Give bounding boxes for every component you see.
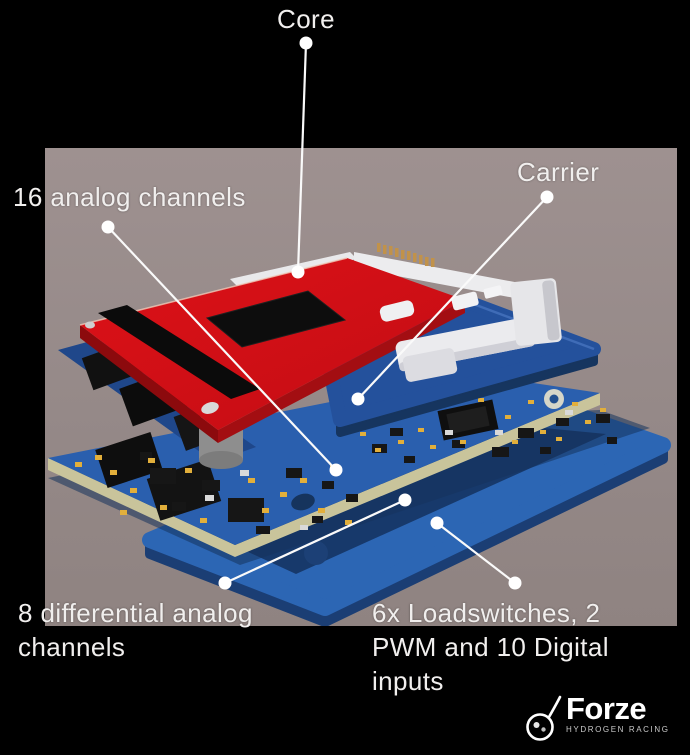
forze-droplet-icon [526, 695, 562, 741]
label-core: Core [277, 4, 335, 34]
label-loadswitches-pwm-digital: 6x Loadswitches, 2 PWM and 10 Digital in… [372, 598, 609, 696]
label-8-differential-analog-channels: 8 differential analog channels [18, 598, 253, 662]
label-16-analog-channels: 16 analog channels [13, 182, 246, 212]
forze-wordmark: Forze [566, 691, 647, 726]
forze-tagline: HYDROGEN RACING [566, 725, 670, 734]
label-carrier: Carrier [517, 157, 600, 187]
render-panel [45, 148, 677, 626]
forze-logo: Forze HYDROGEN RACING [524, 691, 670, 746]
